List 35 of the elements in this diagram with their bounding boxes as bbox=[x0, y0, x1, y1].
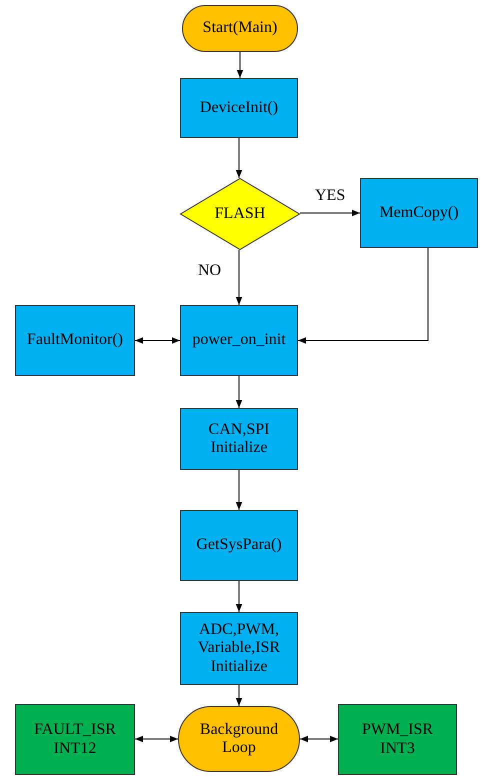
process-box bbox=[15, 704, 135, 775]
node-label: CAN,SPI Initialize bbox=[208, 420, 270, 458]
node-label: PWM_ISR INT3 bbox=[360, 721, 434, 758]
process-box bbox=[338, 704, 457, 775]
node-label: FaultMonitor() bbox=[27, 331, 123, 350]
process-box bbox=[15, 305, 135, 376]
arrow bbox=[236, 250, 242, 306]
node-label: DeviceInit() bbox=[200, 98, 278, 118]
process-box bbox=[180, 612, 298, 685]
node-label: ADC,PWM, Variable,ISR Initialize bbox=[196, 620, 282, 676]
node-label: FLASH bbox=[214, 204, 266, 224]
arrow bbox=[236, 684, 242, 706]
process-box bbox=[360, 178, 478, 248]
node-label: power_on_init bbox=[192, 331, 286, 350]
arrow bbox=[134, 736, 178, 742]
arrow bbox=[236, 470, 242, 510]
node-label: Background Loop bbox=[198, 720, 280, 758]
arrow bbox=[300, 210, 360, 216]
node-label: Start(Main) bbox=[202, 19, 278, 38]
process-box bbox=[180, 78, 298, 138]
arrow bbox=[298, 248, 428, 344]
arrow bbox=[236, 580, 242, 612]
node-label: FAULT_ISR INT12 bbox=[33, 721, 117, 758]
arrow bbox=[236, 138, 242, 178]
process-box bbox=[180, 408, 298, 470]
arrow bbox=[236, 376, 242, 408]
arrow bbox=[134, 337, 180, 344]
node-label: MemCopy() bbox=[379, 204, 459, 222]
terminal-shape bbox=[182, 5, 298, 52]
arrow bbox=[236, 52, 244, 78]
node-label: GetSysPara() bbox=[196, 536, 282, 555]
arrow bbox=[300, 736, 338, 742]
decision-diamond bbox=[180, 178, 300, 250]
process-box bbox=[180, 305, 298, 376]
process-box bbox=[180, 510, 298, 581]
